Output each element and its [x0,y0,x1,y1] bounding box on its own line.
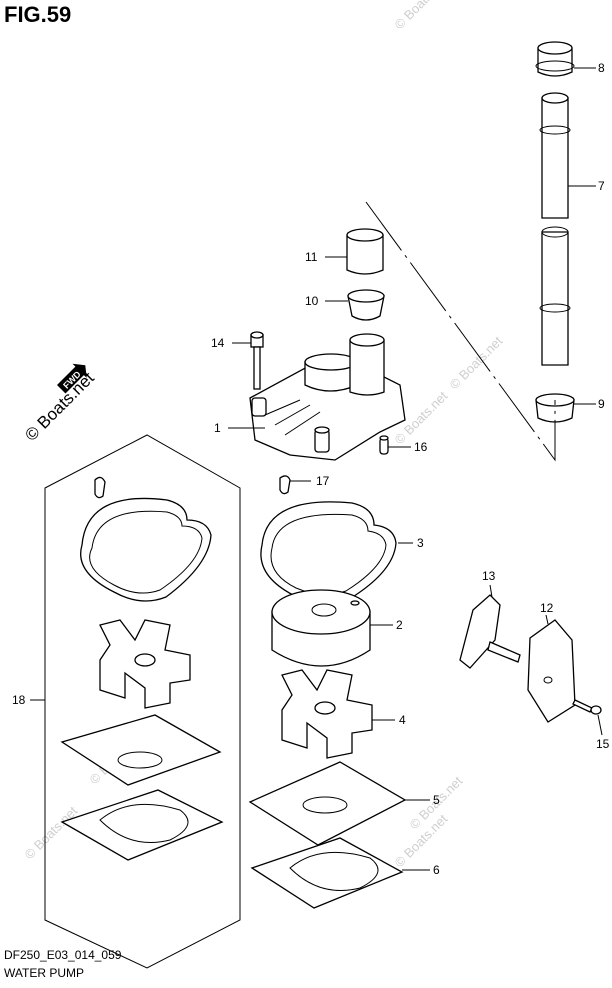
part-2-impeller-housing [271,589,371,667]
part-3-seal-ring [260,501,397,603]
callout-8: 8 [598,61,605,75]
callout-5: 5 [433,793,440,807]
figure-name: WATER PUMP [4,966,84,980]
callout-4: 4 [399,713,406,727]
callouts: 8 7 11 10 14 9 1 16 17 3 13 12 2 18 4 15… [12,61,610,877]
watermark-5: © Boats.net [22,803,81,862]
callout-10: 10 [305,294,319,308]
callout-12: 12 [540,601,554,615]
part-5-plate [248,761,407,846]
leader-lines [228,67,603,871]
callout-9: 9 [598,397,605,411]
part-13-clip [459,594,521,669]
part-8-grommet [535,41,575,77]
callout-6: 6 [433,863,440,877]
kit-gasket-lower [60,789,224,861]
callout-14: 14 [211,336,225,350]
callout-3: 3 [417,536,424,550]
part-6-gasket [250,837,404,909]
part-10-grommet [347,289,385,321]
figure-code: DF250_E03_014_059 [4,948,122,962]
callout-15: 15 [596,737,610,751]
callout-16: 16 [414,440,428,454]
callout-17: 17 [316,474,330,488]
callout-13: 13 [482,569,496,583]
watermark-1: © Boats.net [392,0,451,32]
part-14-bolt [250,331,264,390]
part-9-grommet [535,393,575,423]
part-1-pump-case [249,333,406,461]
kit-key [94,476,106,499]
part-4-impeller [281,669,373,759]
callout-2: 2 [396,618,403,632]
part-11-bushing [346,228,384,275]
figure-title: FIG.59 [4,2,72,27]
watermark-2: © Boats.net [447,333,506,392]
part-15-screw [572,699,602,715]
callout-18: 18 [12,693,26,707]
repair-kit-bracket [30,434,241,969]
callout-7: 7 [598,179,605,193]
part-17-key [279,475,291,495]
part-7-water-tube [539,92,571,366]
kit-seal-ring [80,497,212,602]
part-12-cover [527,619,576,723]
part-16-pin [379,435,389,455]
assembly-guide-line [365,201,556,462]
kit-gasket-plate [60,714,222,786]
boats-net-logo: © Boats.net FWD [21,363,98,445]
kit-impeller [99,619,191,709]
callout-1: 1 [214,421,221,435]
callout-11: 11 [305,250,318,264]
logo-text: © Boats.net [21,368,98,445]
